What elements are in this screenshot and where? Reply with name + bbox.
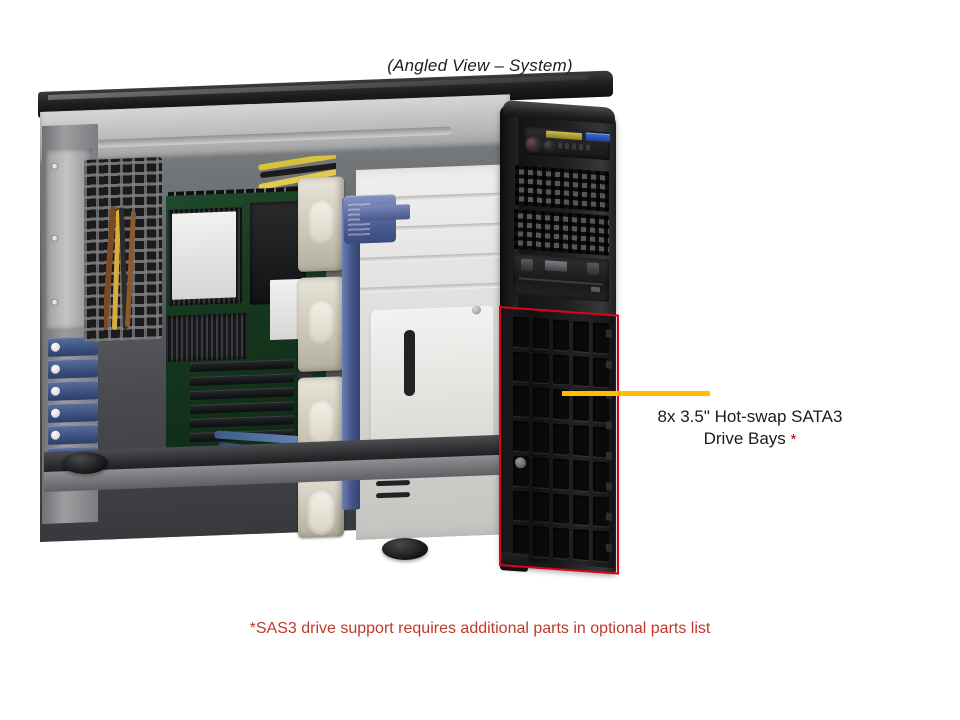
cage-vent <box>376 479 410 487</box>
status-led <box>572 143 576 150</box>
slot-thumbscrew-icon <box>51 364 60 374</box>
rear-slot-cover <box>48 402 98 423</box>
chipset-heatsink <box>166 312 248 362</box>
cage-vent <box>376 491 410 499</box>
page-title: (Angled View – System) <box>387 56 573 75</box>
supermicro-brand-plate <box>546 130 582 141</box>
slot-thumbscrew-icon <box>51 342 60 352</box>
power-button[interactable] <box>526 137 540 153</box>
pcie-slot <box>190 387 294 401</box>
slot-thumbscrew-icon <box>51 386 60 396</box>
pcie-slot <box>190 415 294 429</box>
optical-drive[interactable] <box>513 253 609 302</box>
callout-leader-line <box>562 391 710 396</box>
blue-retention-tab <box>360 204 410 221</box>
status-led <box>558 142 562 149</box>
chassis-foot <box>382 538 428 560</box>
pcie-slot <box>190 359 294 373</box>
callout-line-1: 8x 3.5" Hot-swap SATA3 <box>657 407 843 426</box>
status-led <box>586 144 590 151</box>
drive-indicator <box>587 262 599 276</box>
cooling-fan-module <box>298 176 344 272</box>
slot-thumbscrew-icon <box>51 408 60 418</box>
cooling-fan-module <box>298 276 344 372</box>
status-led <box>579 143 583 151</box>
callout-line-2: Drive Bays <box>703 429 786 448</box>
footnote-text: *SAS3 drive support requires additional … <box>249 620 711 637</box>
status-led <box>565 142 569 150</box>
rear-slot-cover <box>48 380 98 401</box>
eject-button[interactable] <box>591 286 600 293</box>
rear-slot-cover <box>48 358 98 379</box>
bay-cover-mesh <box>515 165 609 212</box>
cage-rib <box>356 252 506 263</box>
bay-cover-mesh <box>514 209 609 256</box>
optical-drive-tray-seam <box>519 277 603 286</box>
five-inch-bay-cover[interactable] <box>515 165 609 212</box>
chassis-foot <box>62 452 108 474</box>
pcie-slot <box>190 401 294 415</box>
cage-handle-slot <box>404 329 415 397</box>
usb-port[interactable] <box>586 132 598 142</box>
callout-line-2-wrap: Drive Bays * <box>600 428 900 451</box>
cage-rib <box>356 282 506 293</box>
fan-wire-bundle <box>104 205 140 334</box>
optical-drive-label <box>545 260 567 272</box>
reset-button[interactable] <box>544 140 554 152</box>
cpu-heatsink-label <box>172 211 236 300</box>
drive-indicator <box>521 258 533 272</box>
usb-port[interactable] <box>598 133 610 143</box>
callout-asterisk: * <box>790 431 797 448</box>
rear-slot-cover <box>48 424 98 445</box>
slot-thumbscrew-icon <box>51 430 60 440</box>
five-inch-bay-cover[interactable] <box>514 209 609 256</box>
pcie-slot <box>190 373 294 387</box>
drive-bay-callout: 8x 3.5" Hot-swap SATA3 Drive Bays * <box>600 406 900 451</box>
